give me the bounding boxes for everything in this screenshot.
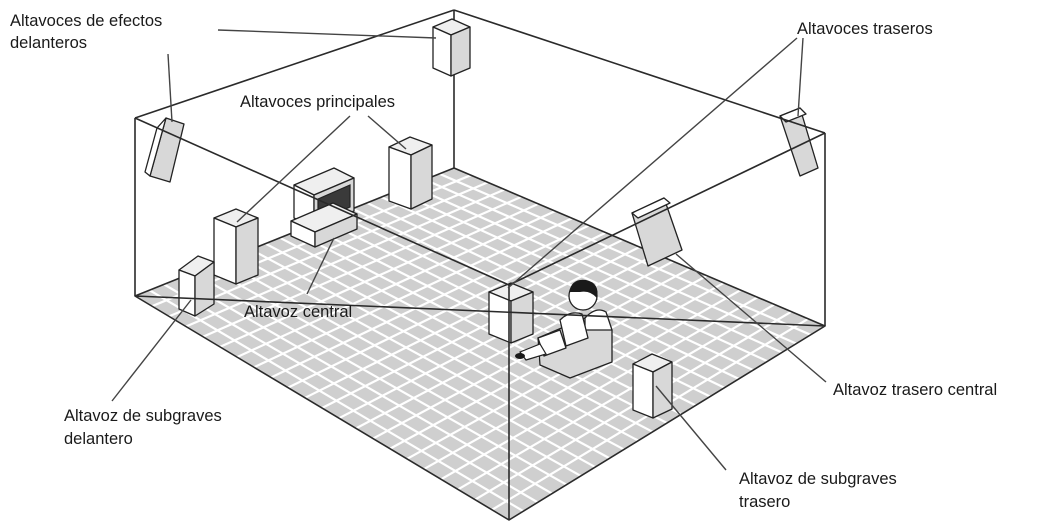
- front-effects-speaker-left: [144, 117, 185, 183]
- svg-text:Altavoces principales: Altavoces principales: [240, 93, 395, 111]
- main-speaker-right: [388, 136, 433, 210]
- svg-text:Altavoces traseros: Altavoces traseros: [797, 20, 933, 38]
- floor-grid-line: [410, 184, 783, 354]
- label-rear-center: Altavoz trasero central: [833, 381, 997, 399]
- label-front-effects: Altavoces de efectos delanteros: [10, 12, 162, 52]
- room-front-edges: [134, 9, 826, 521]
- floor-grid-line: [355, 260, 674, 430]
- floor-grid-line: [366, 201, 740, 380]
- svg-text:delanteros: delanteros: [10, 34, 87, 52]
- svg-text:delantero: delantero: [64, 430, 133, 448]
- label-main: Altavoces principales: [240, 93, 395, 111]
- floor-grid-line: [457, 303, 775, 491]
- label-front-sub: Altavoz de subgraves delantero: [64, 407, 222, 448]
- svg-text:trasero: trasero: [739, 493, 790, 511]
- main-speaker-left: [213, 208, 259, 285]
- front-effects-speaker-top: [432, 18, 471, 77]
- floor-grid-line: [440, 296, 759, 481]
- label-rear: Altavoces traseros: [797, 20, 933, 38]
- svg-text:Altavoz trasero central: Altavoz trasero central: [833, 381, 997, 399]
- rear-subwoofer: [632, 353, 673, 419]
- rear-speaker-right-wall: [779, 107, 819, 177]
- floor-grid-line: [439, 172, 812, 336]
- rear-center-speaker: [631, 197, 683, 267]
- svg-text:Altavoz central: Altavoz central: [244, 303, 352, 321]
- floor-grid-line: [381, 196, 754, 372]
- label-rear-sub: Altavoz de subgraves trasero: [739, 470, 897, 511]
- leader-lines: [111, 29, 827, 471]
- floor-grid-line: [293, 231, 668, 424]
- front-subwoofer: [178, 255, 215, 317]
- svg-text:Altavoz de subgraves: Altavoz de subgraves: [64, 407, 222, 425]
- floor-grid-line: [424, 178, 797, 345]
- listener-in-armchair: [515, 279, 613, 379]
- label-center: Altavoz central: [244, 303, 352, 321]
- svg-text:Altavoces de efectos: Altavoces de efectos: [10, 12, 162, 30]
- svg-text:Altavoz de subgraves: Altavoz de subgraves: [739, 470, 897, 488]
- floor-grid-line: [395, 190, 769, 363]
- rear-speaker-front-corner: [488, 282, 534, 344]
